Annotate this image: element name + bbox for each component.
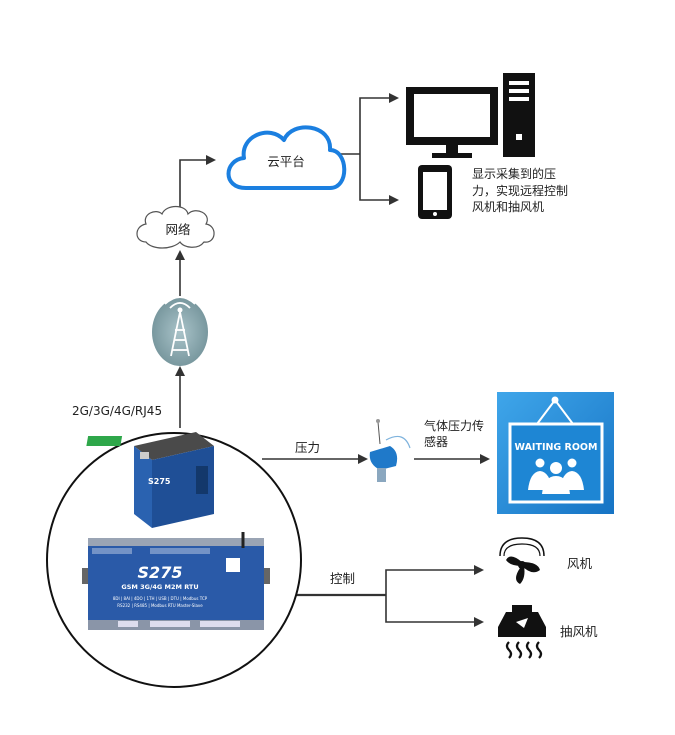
rtu-large-spec2: RS232 | RS485 | Modbus RTU Master-Slave [117, 603, 203, 608]
people-icon [528, 458, 584, 494]
gas-sensor-node: 气体压力传 感器 [369, 418, 484, 482]
fan-icon [499, 537, 545, 584]
gas-sensor-label-line2: 感器 [424, 434, 448, 449]
rtu-large-model: S275 [138, 563, 183, 582]
connectors [175, 93, 490, 627]
cell-tower-icon [152, 298, 208, 366]
display-note: 显示采集到的压 力，实现远程控制 风机和抽风机 [472, 166, 568, 214]
cloud-to-computer-arrow [359, 93, 399, 154]
cloud-platform-icon [226, 125, 347, 190]
rtu-large-device: S275 GSM 3G/4G M2M RTU 8DI | 8AI | 4DO |… [82, 532, 270, 630]
network-node: 网络 [136, 205, 215, 249]
cloud-platform-label: 云平台 [267, 154, 305, 169]
display-note-line2: 力，实现远程控制 [472, 183, 568, 198]
control-to-exhaust-arrow [385, 595, 484, 627]
display-note-line3: 风机和抽风机 [472, 200, 544, 214]
exhaust-fan-node: 抽风机 [498, 605, 598, 659]
pressure-label: 压力 [295, 440, 320, 455]
waiting-room-text: WAITING ROOM [515, 442, 598, 453]
connection-types-label: 2G/3G/4G/RJ45 [72, 404, 162, 418]
network-cloud-icon [136, 205, 215, 249]
control-label: 控制 [330, 571, 355, 586]
rtu-large-subtitle: GSM 3G/4G M2M RTU [121, 583, 198, 591]
cloud-platform-node: 云平台 [226, 125, 347, 190]
exhaust-fan-label: 抽风机 [560, 624, 598, 639]
network-to-cloud-arrow [179, 155, 216, 212]
phone-node [418, 165, 452, 219]
computer-node [406, 73, 535, 158]
fan-node: 风机 [499, 537, 593, 584]
waiting-room-sign-node: WAITING ROOM [497, 392, 614, 514]
gas-sensor-label-line1: 气体压力传 [424, 418, 484, 433]
rtu-small-model: S275 [148, 477, 171, 486]
tower-pc-icon [503, 73, 535, 157]
exhaust-fan-icon [498, 605, 546, 659]
display-note-line1: 显示采集到的压 [472, 166, 556, 181]
rtu-large-spec1: 8DI | 8AI | 4DO | 1TH | USB | DTU | Modb… [113, 596, 208, 601]
tower-glyph [164, 296, 196, 357]
network-label: 网络 [165, 222, 191, 237]
rtu-group: S275 S275 GSM 3G/4G M2M RTU 8DI | 8AI | … [46, 432, 302, 688]
rtu-small-device: S275 [86, 432, 214, 528]
control-to-fan-arrow [385, 565, 484, 595]
cloud-to-phone-arrow [359, 154, 399, 205]
fan-label: 风机 [567, 556, 593, 571]
gas-sensor-icon [369, 446, 398, 470]
cell-tower-node [152, 296, 208, 366]
